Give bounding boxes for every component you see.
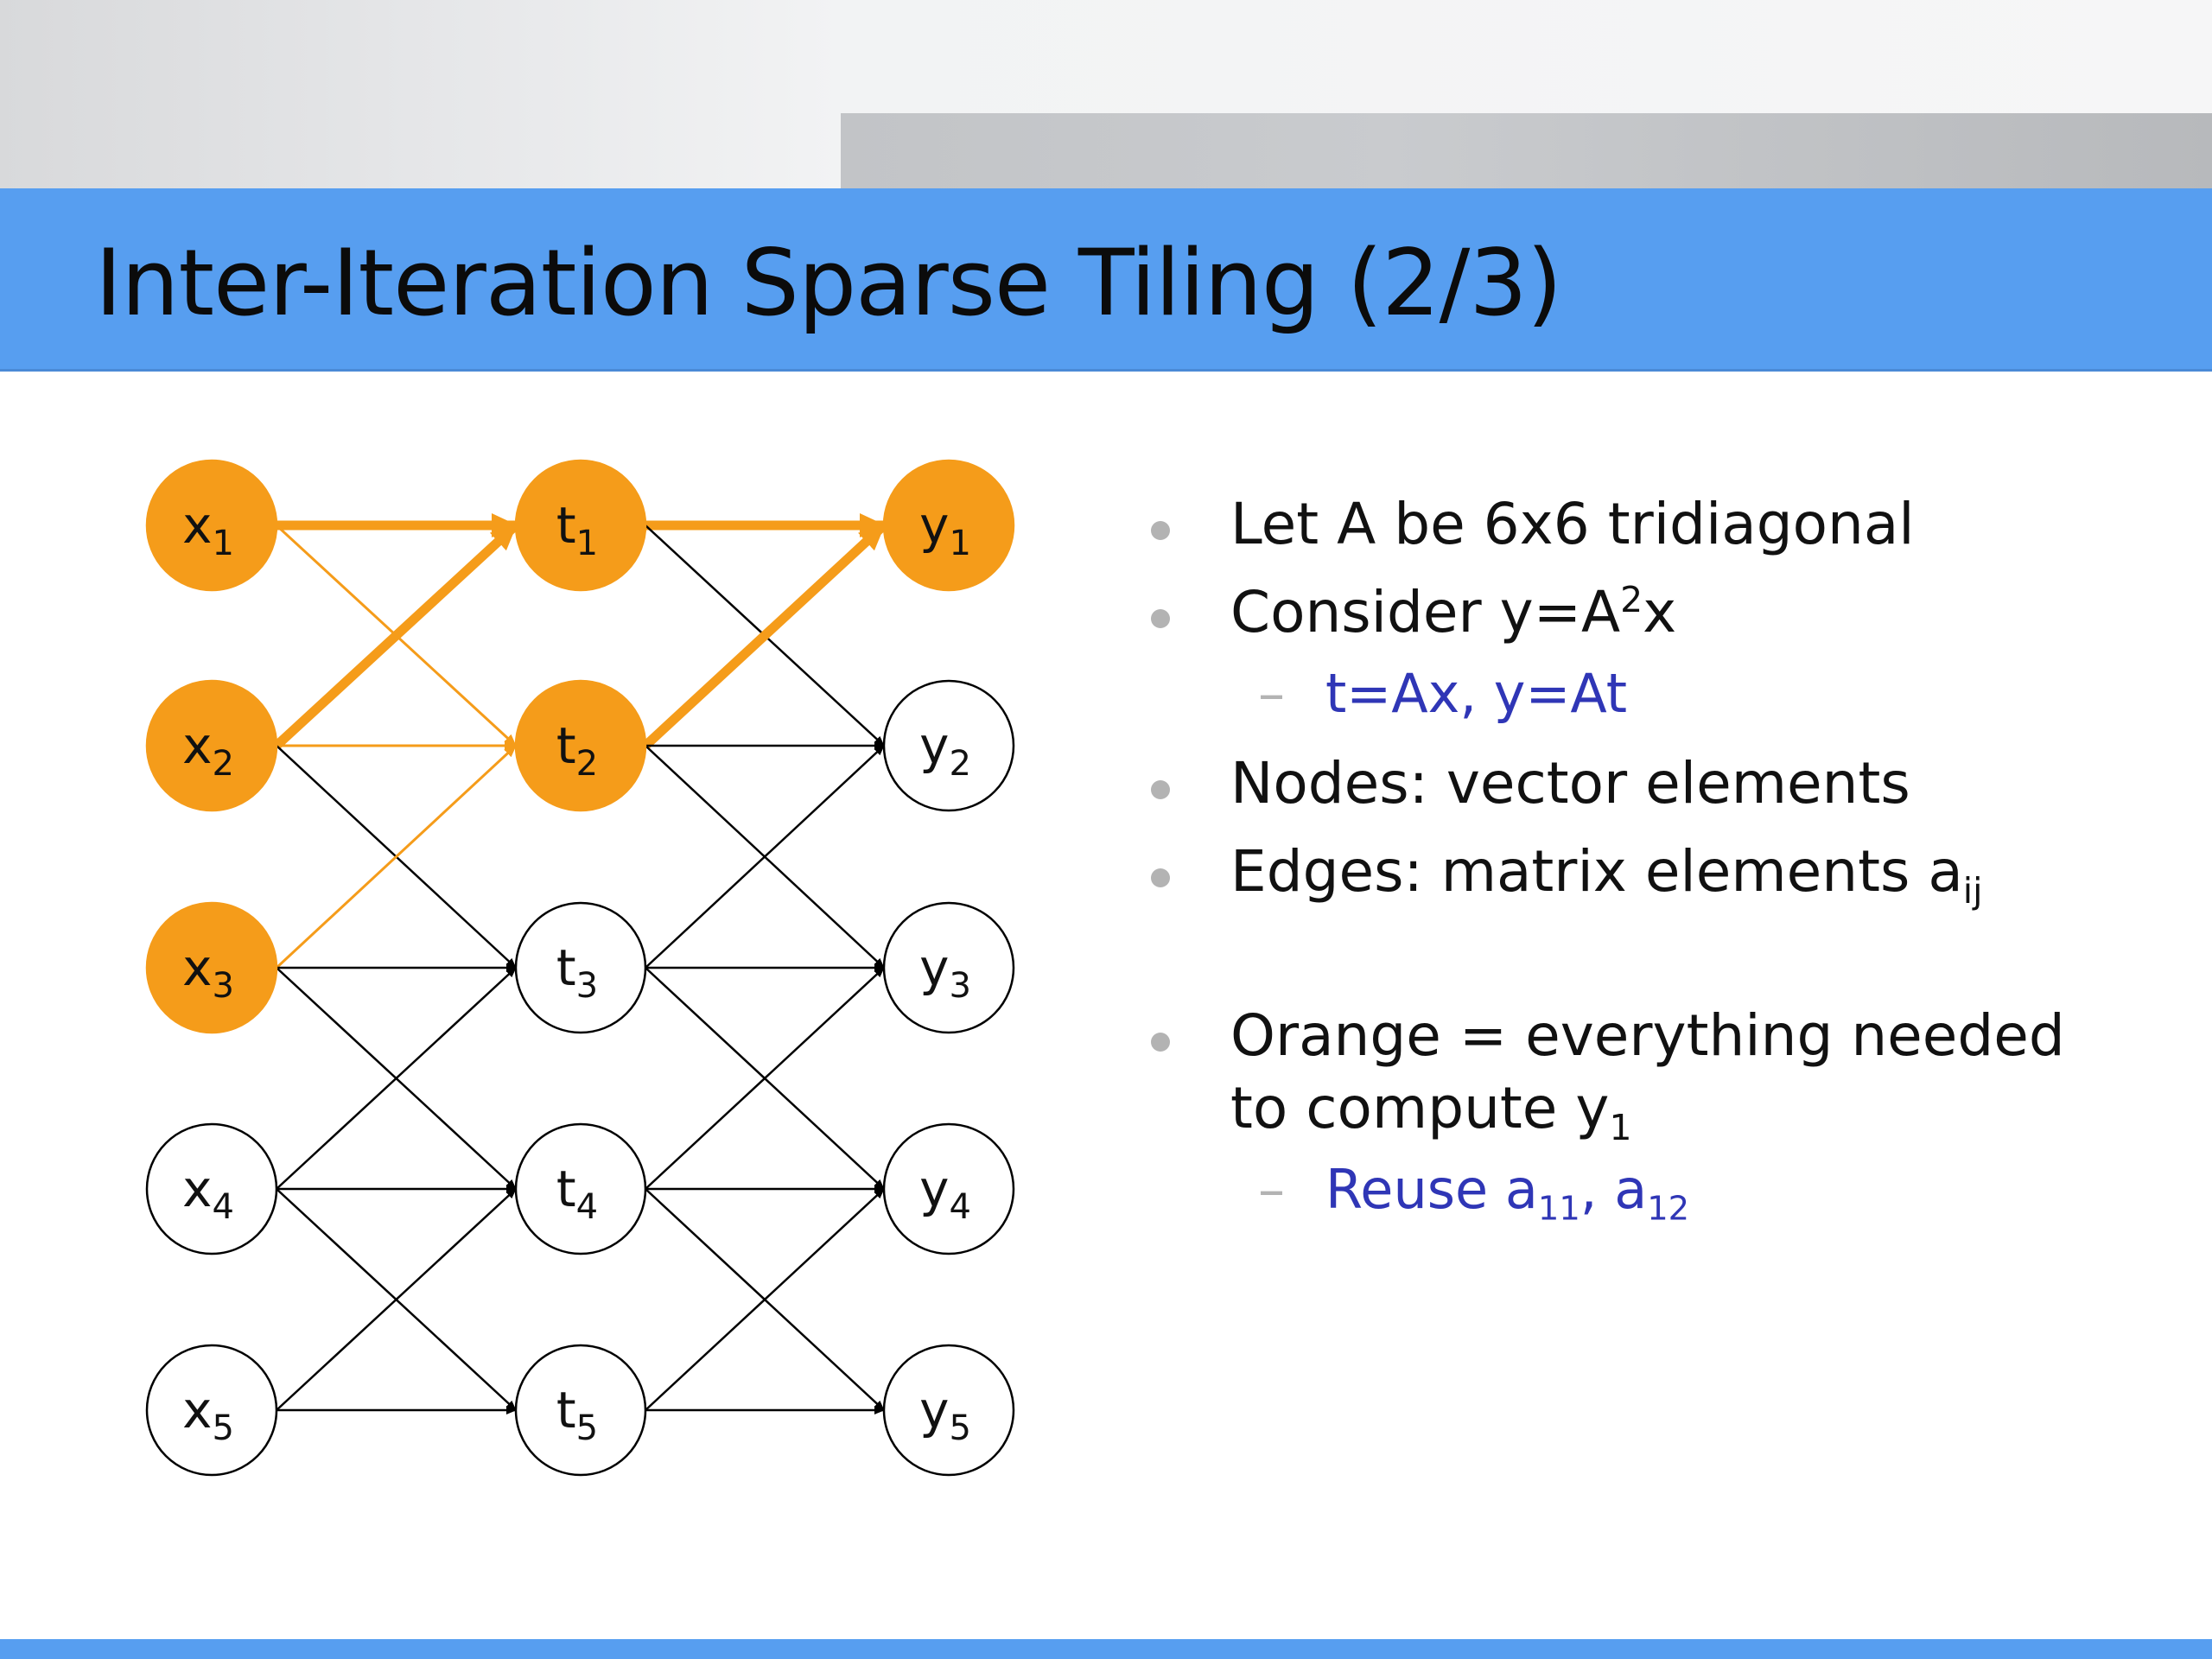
superscript: 2: [1620, 579, 1643, 620]
sub-bullet-text: , a: [1580, 1158, 1648, 1221]
subscript: 11: [1537, 1189, 1580, 1229]
header-tab-shape: [841, 113, 2212, 188]
node-x4: x4: [145, 1122, 278, 1255]
node-circle: [514, 679, 647, 812]
node-y3: y3: [882, 901, 1015, 1034]
node-label: t4: [556, 1160, 598, 1227]
node-label: x5: [182, 1381, 234, 1448]
node-circle: [145, 679, 278, 812]
node-label: y1: [919, 496, 971, 563]
node-label: y2: [919, 716, 971, 784]
bullet-text: Nodes: vector elements: [1230, 750, 1910, 817]
bullet-text: Let A be 6x6 tridiagonal: [1230, 491, 1915, 557]
node-t4: t4: [514, 1122, 647, 1255]
sub-bullet-equations: – t=Ax, y=At: [1141, 659, 2177, 728]
bullet-text: to compute y: [1230, 1075, 1610, 1141]
dash-icon: –: [1258, 662, 1285, 725]
dash-icon: –: [1258, 1158, 1285, 1221]
node-t2: t2: [514, 679, 647, 812]
edge-x2-t1: [273, 521, 519, 750]
node-y5: y5: [882, 1344, 1015, 1477]
title-bar: Inter-Iteration Sparse Tiling (2/3): [0, 188, 2212, 372]
bullet-text: Consider y=A: [1230, 579, 1621, 645]
node-label: x4: [182, 1160, 234, 1227]
node-label: x2: [182, 716, 234, 784]
node-label: y4: [919, 1160, 971, 1227]
node-circle: [145, 1344, 278, 1477]
sub-bullet-text: t=Ax, y=At: [1325, 662, 1628, 725]
bullet-nodes: Nodes: vector elements: [1141, 747, 2177, 820]
node-x3: x3: [145, 901, 278, 1034]
node-y4: y4: [882, 1122, 1015, 1255]
bullet-orange: Orange = everything needed to compute y1: [1141, 1000, 2177, 1149]
node-label: y5: [919, 1381, 971, 1448]
bullet-matrix-definition: Let A be 6x6 tridiagonal: [1141, 488, 2177, 561]
node-circle: [882, 1122, 1015, 1255]
node-x5: x5: [145, 1344, 278, 1477]
node-label: t5: [556, 1381, 598, 1448]
node-y1: y1: [882, 459, 1015, 592]
node-circle: [145, 901, 278, 1034]
sub-bullet-text: Reuse a: [1325, 1158, 1538, 1221]
bullet-text: x: [1643, 579, 1677, 645]
node-label: x1: [182, 496, 234, 563]
bullet-consider: Consider y=A2x: [1141, 576, 2177, 649]
node-t3: t3: [514, 901, 647, 1034]
edge-layer: [273, 513, 887, 1414]
subscript: 1: [1609, 1107, 1632, 1149]
node-label: t3: [556, 938, 598, 1006]
edge-x5-t4: [276, 1188, 517, 1411]
node-circle: [514, 901, 647, 1034]
subscript: ij: [1962, 870, 1983, 912]
edge-t2-y1: [642, 521, 887, 750]
edge-t3-y2: [645, 745, 885, 969]
node-circle: [145, 459, 278, 592]
node-circle: [514, 459, 647, 592]
node-circle: [882, 459, 1015, 592]
edge-x4-t3: [276, 967, 517, 1190]
subscript: 12: [1647, 1189, 1690, 1229]
node-x2: x2: [145, 679, 278, 812]
node-x1: x1: [145, 459, 278, 592]
page-title: Inter-Iteration Sparse Tiling (2/3): [95, 230, 1562, 336]
node-t5: t5: [514, 1344, 647, 1477]
edge-x3-t2: [275, 744, 518, 969]
edge-t4-y3: [645, 967, 885, 1190]
node-circle: [882, 679, 1015, 812]
bullet-edges: Edges: matrix elements aij: [1141, 836, 2177, 909]
node-label: y3: [919, 938, 971, 1006]
node-label: x3: [182, 938, 234, 1006]
node-circle: [882, 901, 1015, 1034]
node-circle: [882, 1344, 1015, 1477]
node-circle: [514, 1122, 647, 1255]
node-layer: x1 x2 x3 x4 x5 t1 t2 t3 t4 t5 y1 y2 y3 y4 y5: [145, 459, 1015, 1477]
node-circle: [145, 1122, 278, 1255]
bullet-text: Edges: matrix elements a: [1230, 838, 1963, 905]
footer-bar: [0, 1639, 2212, 1659]
bullet-list: Let A be 6x6 tridiagonal Consider y=A2x …: [1141, 488, 2177, 1243]
node-label: t1: [556, 496, 598, 563]
edge-t5-y4: [645, 1188, 885, 1411]
sub-bullet-reuse: – Reuse a11, a12: [1141, 1155, 2177, 1225]
node-y2: y2: [882, 679, 1015, 812]
node-label: t2: [556, 716, 598, 784]
node-t1: t1: [514, 459, 647, 592]
node-circle: [514, 1344, 647, 1477]
bullet-text: Orange = everything needed: [1230, 1002, 2065, 1069]
